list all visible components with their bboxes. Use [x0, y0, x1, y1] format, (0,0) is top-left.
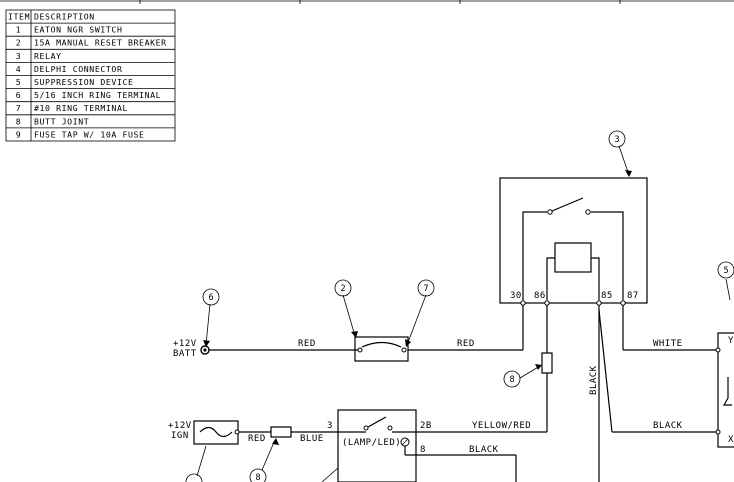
ngr-switch — [337, 409, 417, 482]
suppression-pin-x: X — [728, 435, 734, 445]
table-row-item: 8 — [16, 116, 22, 126]
butt-joint-upper — [541, 352, 553, 374]
batt-ring-terminal — [200, 345, 210, 355]
balloon-relay: 3 — [614, 135, 619, 145]
balloon-breaker: 2 — [340, 284, 345, 294]
switch-pin-3: 3 — [327, 421, 333, 431]
balloon-ring-terminal-10: 7 — [423, 284, 428, 294]
suppression-device — [715, 332, 734, 448]
switch-lamp-led-label: (LAMP/LED) — [342, 438, 401, 448]
wire-label-red-right: RED — [457, 339, 475, 349]
table-row-item: 5 — [16, 77, 22, 87]
ign-label-line1: +12V — [168, 421, 192, 431]
wire-label-black-vertical: BLACK — [589, 365, 599, 395]
table-row-description: FUSE TAP W/ 10A FUSE — [34, 129, 145, 139]
table-row-description: #10 RING TERMINAL — [34, 103, 128, 113]
table-row-item: 1 — [16, 25, 22, 35]
batt-label-line2: BATT — [173, 349, 197, 359]
batt-label-line1: +12V — [173, 339, 197, 349]
table-row-item: 3 — [16, 51, 22, 61]
wire-label-white: WHITE — [653, 339, 683, 349]
circuit-breaker — [354, 336, 409, 362]
table-row-description: BUTT JOINT — [34, 116, 89, 126]
table-row-description: EATON NGR SWITCH — [34, 25, 122, 35]
parts-table: ITEM DESCRIPTION 1 EATON NGR SWITCH 2 15A MAN… — [5, 9, 176, 142]
table-row-item: 2 — [16, 38, 22, 48]
table-row-item: 4 — [16, 64, 22, 74]
relay-pin-87: 87 — [627, 291, 639, 301]
table-row-item: 9 — [16, 129, 22, 139]
table-row-description: 15A MANUAL RESET BREAKER — [34, 38, 167, 48]
wire-lines — [209, 303, 718, 482]
table-row-description: DELPHI CONNECTOR — [34, 64, 122, 74]
relay — [499, 177, 648, 306]
suppression-pin-y: Y — [728, 336, 734, 346]
balloon-butt-joint-upper: 8 — [509, 375, 514, 385]
balloon-suppression: 5 — [723, 266, 728, 276]
table-row-description: SUPPRESSION DEVICE — [34, 77, 134, 87]
fuse-tap — [193, 420, 240, 445]
table-row-description: RELAY — [34, 51, 62, 61]
wire-label-black-bottom: BLACK — [469, 445, 499, 455]
table-header-item: ITEM — [8, 12, 30, 22]
balloon-ring-terminal-batt: 6 — [208, 293, 213, 303]
table-header-description: DESCRIPTION — [34, 12, 95, 22]
wire-label-black-right: BLACK — [653, 421, 683, 431]
ign-label-line2: IGN — [171, 431, 189, 441]
table-row-description: 5/16 INCH RING TERMINAL — [34, 90, 161, 100]
switch-pin-8: 8 — [420, 445, 426, 455]
relay-pin-30: 30 — [510, 291, 522, 301]
switch-pin-2b: 2B — [420, 421, 432, 431]
wire-label-red-left: RED — [298, 339, 316, 349]
balloon-butt-joint-lower: 8 — [255, 473, 260, 482]
wire-label-red-ign: RED — [248, 434, 266, 444]
relay-pin-86: 86 — [534, 291, 546, 301]
balloon-circles: 3 5 6 2 7 8 8 — [185, 130, 734, 482]
wire-label-yellow-red: YELLOW/RED — [472, 421, 531, 431]
butt-joint-lower — [270, 426, 292, 438]
table-row-item: 6 — [16, 90, 22, 100]
drawing-border — [0, 0, 734, 4]
relay-pin-85: 85 — [601, 291, 613, 301]
table-row-item: 7 — [16, 103, 22, 113]
balloon-leaders — [196, 145, 731, 482]
wire-label-blue: BLUE — [300, 434, 324, 444]
